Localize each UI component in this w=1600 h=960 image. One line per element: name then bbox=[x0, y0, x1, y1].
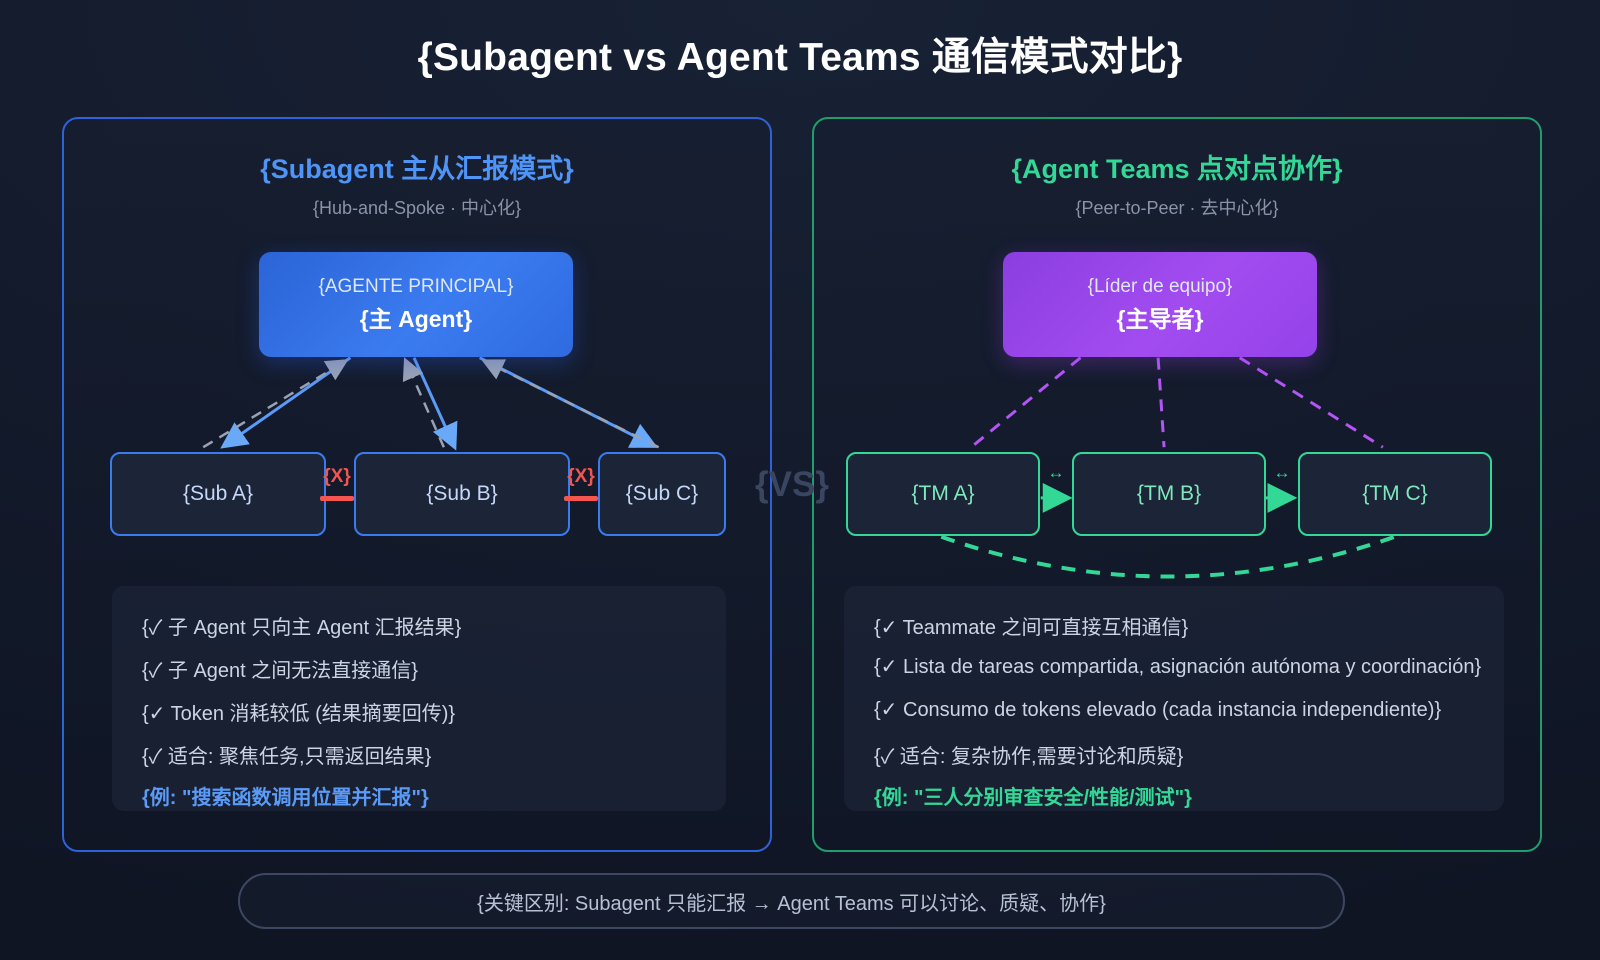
main-agent-label: {主 Agent} bbox=[359, 305, 473, 332]
bidirectional-arrow-icon: ↔ bbox=[1047, 463, 1065, 482]
bidirectional-arrow-icon: ↔ bbox=[1273, 463, 1291, 482]
panel-agent-teams-title: {Agent Teams 点对点协作} bbox=[1011, 154, 1343, 184]
panel-subagent: {Subagent 主从汇报模式} {Hub-and-Spoke · 中心化} … bbox=[62, 117, 772, 852]
panel-agent-teams-subtitle: {Peer-to-Peer · 去中心化} bbox=[1075, 198, 1279, 218]
main-agent-node[interactable]: {AGENTE PRINCIPAL} {主 Agent} bbox=[259, 252, 573, 357]
panel-agent-teams: {Agent Teams 点对点协作} {Peer-to-Peer · 去中心化… bbox=[812, 117, 1542, 852]
list-item: {✓ Teammate 之间可直接互相通信} bbox=[874, 617, 1189, 639]
agent-teams-info-card: {✓ Teammate 之间可直接互相通信} {✓ Lista de tarea… bbox=[844, 586, 1504, 811]
team-leader-label: {主导者} bbox=[1116, 305, 1204, 332]
list-item: {✓ Token 消耗较低 (结果摘要回传)} bbox=[142, 703, 456, 725]
panel-subagent-subtitle: {Hub-and-Spoke · 中心化} bbox=[312, 198, 522, 218]
page-title: {Subagent vs Agent Teams 通信模式对比} bbox=[417, 36, 1183, 79]
key-difference-footer: {关键区别: Subagent 只能汇报 → Agent Teams 可以讨论、… bbox=[238, 873, 1345, 929]
subagent-info-card: {✓ 子 Agent 只向主 Agent 汇报结果} {✓ 子 Agent 之间… bbox=[112, 586, 726, 811]
sub-agent-b-node[interactable]: {Sub B} bbox=[354, 452, 570, 536]
team-leader-sublabel: {Líder de equipo} bbox=[1087, 275, 1233, 297]
panel-subagent-title: {Subagent 主从汇报模式} bbox=[260, 154, 574, 184]
list-item: {✓ Lista de tareas compartida, asignació… bbox=[874, 656, 1482, 678]
sub-agent-a-node[interactable]: {Sub A} bbox=[110, 452, 326, 536]
blocked-x-icon: {X} bbox=[323, 466, 351, 487]
sub-agent-c-node[interactable]: {Sub C} bbox=[598, 452, 726, 536]
list-item: {✓ 子 Agent 之间无法直接通信} bbox=[142, 660, 418, 682]
teammate-b-node[interactable]: {TM B} bbox=[1072, 452, 1266, 536]
blocked-link-a-b: {X} bbox=[320, 452, 354, 536]
vs-divider-label: {VS} bbox=[755, 465, 829, 504]
blocked-x-icon: {X} bbox=[567, 466, 595, 487]
agent-teams-example-text: {例: "三人分别审查安全/性能/测试"} bbox=[874, 787, 1192, 809]
subagent-example-text: {例: "搜索函数调用位置并汇报"} bbox=[142, 787, 429, 809]
teammate-c-node[interactable]: {TM C} bbox=[1298, 452, 1492, 536]
peer-link-b-c: ↔ bbox=[1266, 452, 1298, 536]
blocked-bar bbox=[320, 496, 354, 501]
peer-link-a-b: ↔ bbox=[1040, 452, 1072, 536]
list-item: {✓ 适合: 聚焦任务,只需返回结果} bbox=[142, 746, 432, 768]
teammate-a-node[interactable]: {TM A} bbox=[846, 452, 1040, 536]
main-agent-sublabel: {AGENTE PRINCIPAL} bbox=[318, 275, 514, 297]
list-item: {✓ 子 Agent 只向主 Agent 汇报结果} bbox=[142, 617, 462, 639]
list-item: {✓ 适合: 复杂协作,需要讨论和质疑} bbox=[874, 746, 1184, 768]
list-item: {✓ Consumo de tokens elevado (cada insta… bbox=[874, 699, 1442, 721]
team-leader-node[interactable]: {Líder de equipo} {主导者} bbox=[1003, 252, 1317, 357]
blocked-bar bbox=[564, 496, 598, 501]
blocked-link-b-c: {X} bbox=[564, 452, 598, 536]
